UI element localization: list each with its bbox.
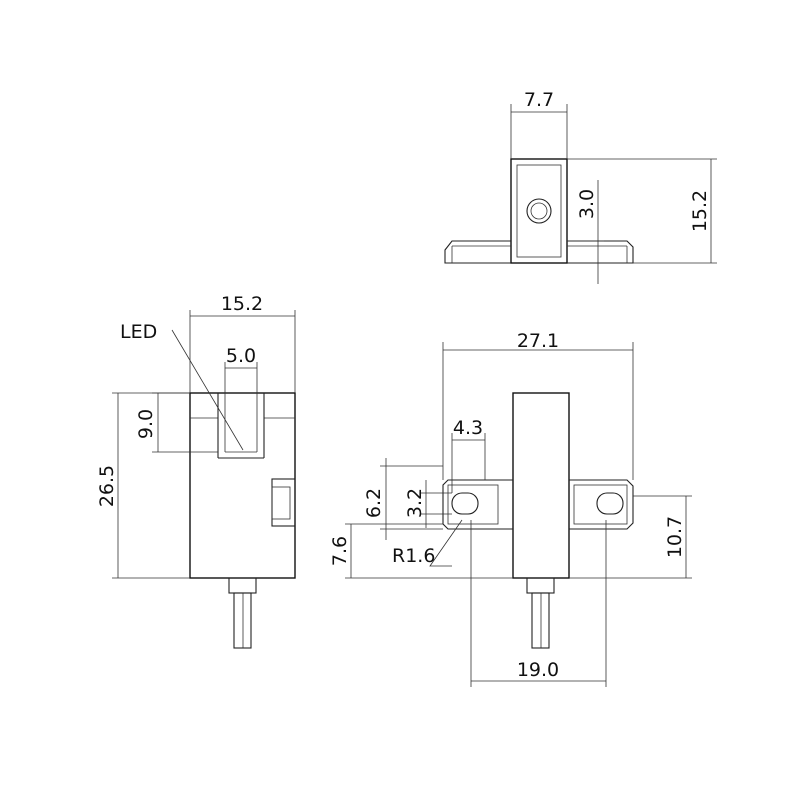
top-view-flange-left (444, 240, 511, 264)
dim-slot-width: 5.0 (226, 345, 256, 367)
dim-flange-offset: 7.6 (329, 536, 351, 566)
led-leader (171, 329, 244, 451)
dim-top-width: 7.7 (524, 89, 554, 111)
front-view-flange-left (442, 479, 513, 530)
led-label: LED (120, 321, 157, 343)
top-view-hole-outer (526, 198, 552, 224)
dim-top-height: 15.2 (689, 190, 711, 232)
dim-slot-depth: 9.0 (135, 409, 157, 439)
dim-overall-width: 27.1 (517, 330, 559, 352)
front-view-body (512, 392, 570, 579)
side-view-cable (233, 592, 252, 649)
top-view-body (510, 158, 568, 264)
top-view-body-inner (516, 164, 562, 258)
front-view-cable (531, 592, 550, 649)
side-view: 15.2 5.0 LED 9.0 26.5 (96, 293, 296, 649)
dim-hole-height: 3.2 (404, 488, 426, 518)
right-mounting-hole (596, 492, 624, 515)
dim-flange-bottom: 10.7 (664, 516, 686, 558)
dim-hole-dia: 4.3 (453, 417, 483, 439)
dim-body-height: 26.5 (96, 465, 118, 507)
dim-hole-spacing: 19.0 (517, 659, 559, 681)
dim-flange-height: 6.2 (363, 488, 385, 518)
top-view: 7.7 15.2 3.0 (444, 89, 717, 284)
top-view-hole-inner (530, 202, 548, 220)
front-view: 27.1 4.3 6.2 3.2 R1.6 7.6 10.7 19.0 (329, 330, 692, 687)
dim-top-hole: 3.0 (576, 189, 598, 219)
front-view-flange-right (569, 479, 634, 530)
left-mounting-hole (451, 492, 479, 515)
dim-corner-radius: R1.6 (392, 545, 435, 567)
dim-side-width: 15.2 (221, 293, 263, 315)
top-view-flange-right (567, 240, 634, 264)
radius-leader (429, 519, 463, 567)
side-view-body (189, 392, 296, 579)
